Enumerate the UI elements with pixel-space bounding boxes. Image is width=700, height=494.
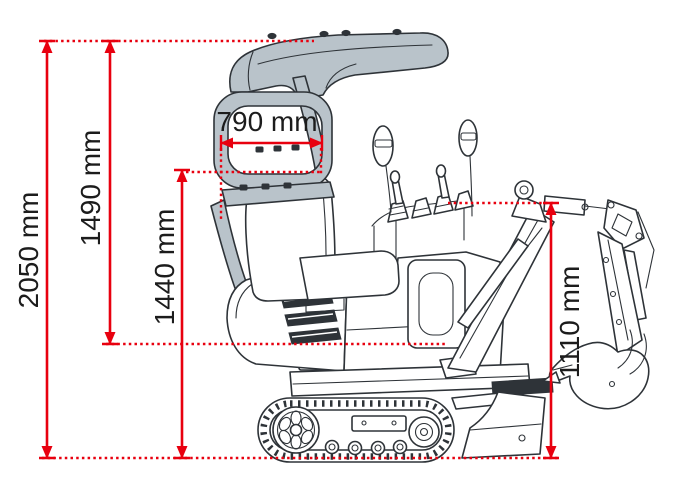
dipper-arm [597, 231, 647, 357]
dimension-boom-pivot-height [543, 201, 559, 460]
dozer-blade [451, 391, 546, 459]
dimension-label-canopy-height: 1490 mm [75, 129, 106, 247]
mirror-left [372, 125, 394, 213]
mirror-right [458, 119, 478, 217]
operator-seat [244, 175, 400, 313]
control-console [371, 164, 474, 259]
bellcrank-link [603, 199, 655, 289]
excavator-illustration [210, 28, 655, 463]
crawler-tracks [257, 397, 455, 463]
dimension-annotations [39, 39, 560, 460]
boom [447, 180, 555, 373]
dimension-label-frame-height: 1440 mm [149, 208, 180, 326]
dimension-label-canopy-width: 790 mm [216, 106, 318, 137]
dimension-frame-height [174, 168, 190, 460]
dimension-label-boom-pivot-height: 1110 mm [554, 265, 585, 379]
dimension-canopy-height [102, 39, 118, 346]
rops-loop [213, 91, 335, 207]
dimension-overall-height [39, 39, 55, 460]
dimension-canopy-width [219, 135, 324, 151]
dimension-label-overall-height: 2050 mm [13, 191, 44, 309]
